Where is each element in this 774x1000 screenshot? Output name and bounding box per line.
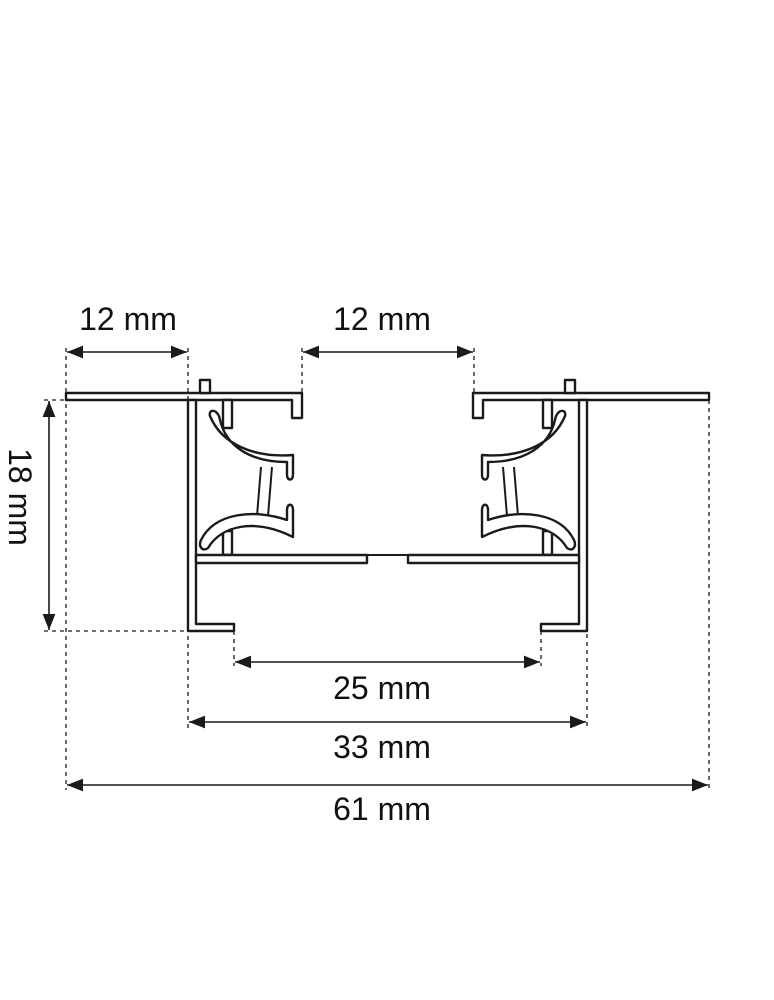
label-body-width: 33 mm (333, 729, 431, 765)
label-bottom-opening: 25 mm (333, 670, 431, 706)
label-height: 18 mm (2, 448, 38, 546)
extension-lines (44, 348, 710, 790)
profile-left-half (64, 378, 369, 633)
label-top-opening: 12 mm (333, 301, 431, 337)
label-top-left-width: 12 mm (79, 301, 177, 337)
label-overall-width: 61 mm (333, 791, 431, 827)
profile-right-half (406, 378, 711, 633)
